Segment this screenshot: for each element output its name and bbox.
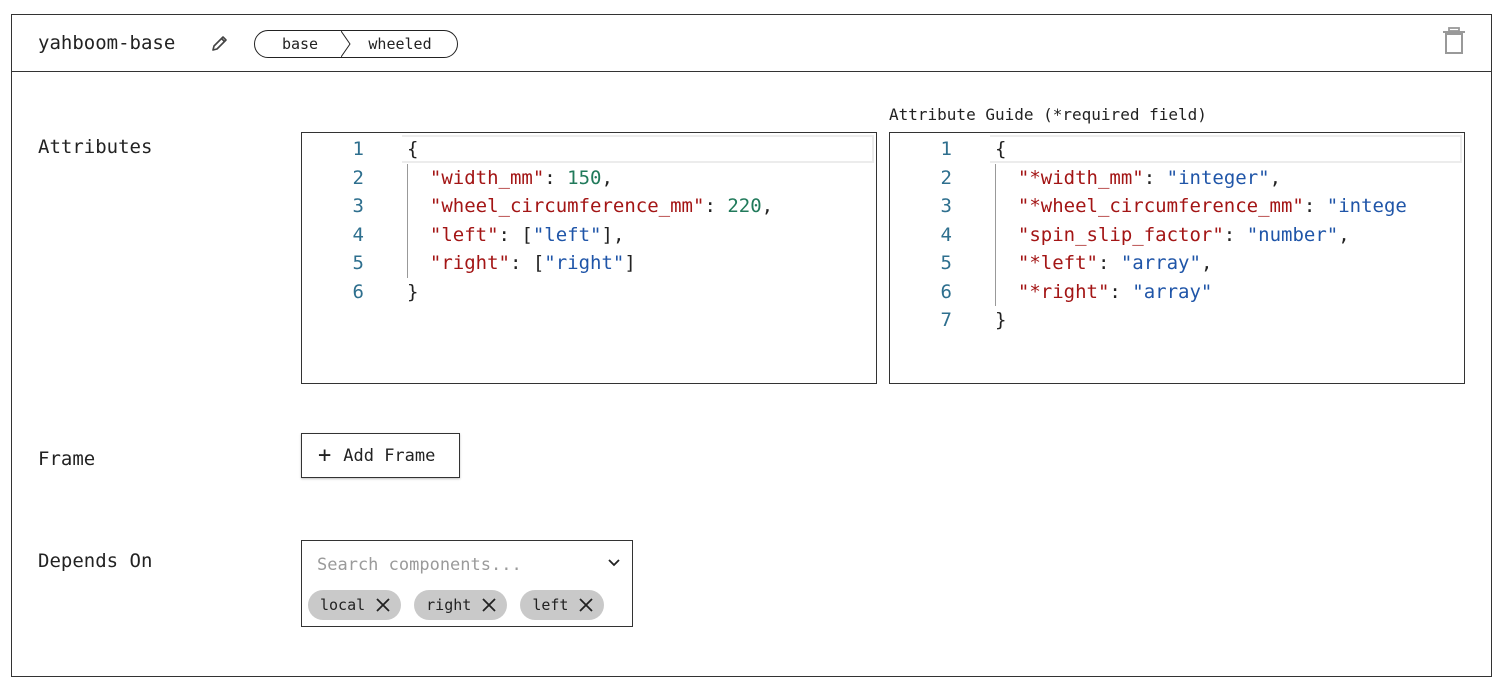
depends-on-label: Depends On: [38, 550, 153, 572]
line-number: 6: [352, 280, 364, 303]
code-text: {: [995, 138, 1007, 160]
close-icon[interactable]: [578, 597, 594, 613]
line-number: 4: [352, 223, 364, 246]
line-number: 2: [940, 166, 952, 189]
code-line: 4 "spin_slip_factor": "number",: [890, 221, 1464, 249]
plus-icon: +: [318, 442, 332, 468]
code-line: 1{: [890, 135, 1464, 163]
code-line: 3 "wheel_circumference_mm": 220,: [302, 192, 876, 220]
code-line: 2 "*width_mm": "integer",: [890, 164, 1464, 192]
code-line: 5 "right": ["right"]: [302, 249, 876, 277]
code-line: 6 "*right": "array": [890, 278, 1464, 306]
line-number: 3: [940, 195, 952, 217]
code-line: 3 "*wheel_circumference_mm": "intege: [890, 192, 1464, 220]
line-number: 7: [940, 309, 952, 331]
attribute-guide-label: Attribute Guide (*required field): [889, 105, 1207, 124]
line-number: 1: [352, 138, 364, 160]
chip-label: right: [426, 596, 472, 614]
indent-guide: [407, 163, 408, 278]
indent-guide: [995, 163, 996, 306]
code-line: 6}: [302, 278, 876, 306]
pencil-icon[interactable]: [210, 33, 230, 53]
close-icon[interactable]: [375, 597, 391, 613]
code-text: }: [995, 309, 1007, 331]
panel-header: yahboom-base base wheeled: [12, 15, 1491, 72]
line-number: 6: [940, 280, 952, 303]
line-number: 5: [940, 252, 952, 274]
code-text: {: [407, 138, 419, 160]
add-frame-button[interactable]: + Add Frame: [301, 433, 460, 478]
frame-label: Frame: [38, 448, 96, 470]
line-number: 4: [940, 223, 952, 246]
line-number: 5: [352, 252, 364, 274]
breadcrumb-item-wheeled[interactable]: wheeled: [368, 35, 432, 53]
attributes-label: Attributes: [38, 136, 153, 158]
breadcrumb: base wheeled: [254, 30, 458, 58]
chevron-down-icon[interactable]: [606, 557, 622, 569]
code-line: 1{: [302, 135, 876, 163]
line-number: 3: [352, 195, 364, 217]
chip-right: right: [414, 590, 508, 620]
code-text: "*right": "array": [1017, 280, 1213, 303]
add-frame-label: Add Frame: [343, 445, 436, 466]
chip-label: local: [320, 596, 366, 614]
code-line: 5 "*left": "array",: [890, 249, 1464, 277]
component-name: yahboom-base: [38, 32, 176, 54]
code-text: "right": ["right"]: [429, 252, 636, 274]
code-text: "wheel_circumference_mm": 220,: [429, 195, 774, 217]
attributes-editor[interactable]: 1{2 "width_mm": 150,3 "wheel_circumferen…: [301, 132, 877, 384]
code-text: "left": ["left"],: [429, 223, 625, 246]
chevron-right-icon: [341, 31, 351, 57]
code-line: 7}: [890, 306, 1464, 334]
code-text: "*width_mm": "integer",: [1017, 166, 1282, 189]
line-number: 1: [940, 138, 952, 160]
code-text: "*left": "array",: [1017, 252, 1213, 274]
breadcrumb-item-base[interactable]: base: [281, 35, 319, 53]
chip-label: left: [532, 596, 569, 614]
search-components-input[interactable]: [302, 545, 592, 585]
component-panel: yahboom-base base wheeled Attributes Att…: [11, 14, 1492, 677]
line-number: 2: [352, 166, 364, 189]
trash-icon[interactable]: [1441, 27, 1467, 55]
depends-on-select: local right left: [301, 540, 633, 627]
selected-components: local right left: [308, 590, 605, 620]
code-text: "width_mm": 150,: [429, 166, 613, 189]
code-line: 4 "left": ["left"],: [302, 221, 876, 249]
attribute-guide-editor[interactable]: 1{2 "*width_mm": "integer",3 "*wheel_cir…: [889, 132, 1465, 384]
code-line: 2 "width_mm": 150,: [302, 164, 876, 192]
chip-left: left: [520, 590, 605, 620]
current-line-highlight: [990, 135, 1462, 163]
code-text: }: [407, 280, 419, 303]
chip-local: local: [308, 590, 402, 620]
code-text: "*wheel_circumference_mm": "intege: [1017, 195, 1407, 217]
current-line-highlight: [402, 135, 874, 163]
close-icon[interactable]: [481, 597, 497, 613]
code-text: "spin_slip_factor": "number",: [1017, 223, 1350, 246]
